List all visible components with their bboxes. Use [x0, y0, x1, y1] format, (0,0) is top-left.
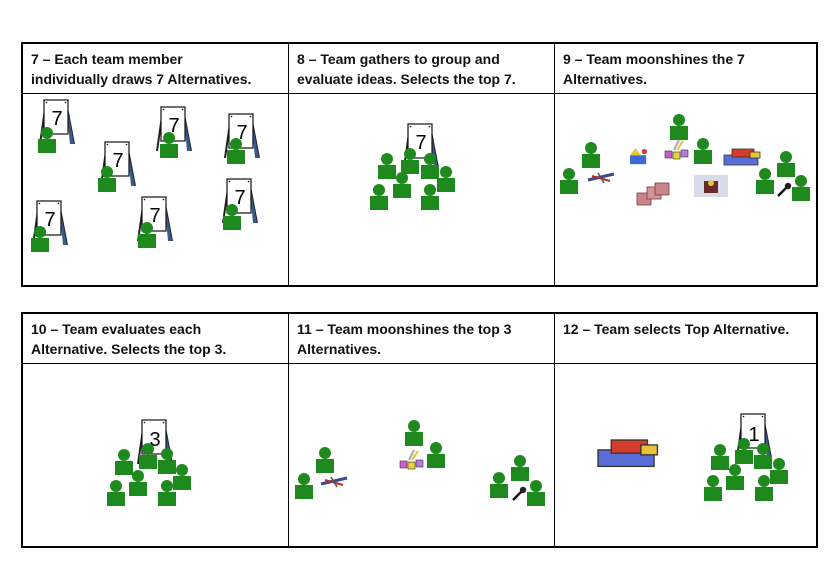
- top-row-panel: 7 – Each team member individually draws …: [21, 42, 818, 287]
- step-8-header: 8 – Team gathers to group and evaluate i…: [289, 44, 555, 94]
- bottom-row-panel: 10 – Team evaluates each Alternative. Se…: [21, 312, 818, 548]
- step-11-title-line1: 11 – Team moonshines the top 3: [297, 319, 554, 339]
- step-7-body: [23, 94, 289, 285]
- step-12-title-line1: 12 – Team selects Top Alternative.: [563, 319, 816, 339]
- step-10-title-line2: Alternative. Selects the top 3.: [31, 339, 288, 359]
- step-9-title-line2: Alternatives.: [563, 69, 816, 89]
- step-11-header: 11 – Team moonshines the top 3 Alternati…: [289, 314, 555, 364]
- step-8-title-line1: 8 – Team gathers to group and: [297, 49, 554, 69]
- step-8-body: [289, 94, 555, 285]
- step-10-body: [23, 364, 289, 546]
- step-9-body: [555, 94, 816, 285]
- step-7-title-line2: individually draws 7 Alternatives.: [31, 69, 288, 89]
- step-7-header: 7 – Each team member individually draws …: [23, 44, 289, 94]
- step-10-header: 10 – Team evaluates each Alternative. Se…: [23, 314, 289, 364]
- step-7-title-line1: 7 – Each team member: [31, 49, 288, 69]
- step-12-header: 12 – Team selects Top Alternative.: [555, 314, 816, 364]
- step-11-body: [289, 364, 555, 546]
- step-9-header: 9 – Team moonshines the 7 Alternatives.: [555, 44, 816, 94]
- step-8-title-line2: evaluate ideas. Selects the top 7.: [297, 69, 554, 89]
- step-11-title-line2: Alternatives.: [297, 339, 554, 359]
- step-10-title-line1: 10 – Team evaluates each: [31, 319, 288, 339]
- step-12-body: [555, 364, 816, 546]
- step-9-title-line1: 9 – Team moonshines the 7: [563, 49, 816, 69]
